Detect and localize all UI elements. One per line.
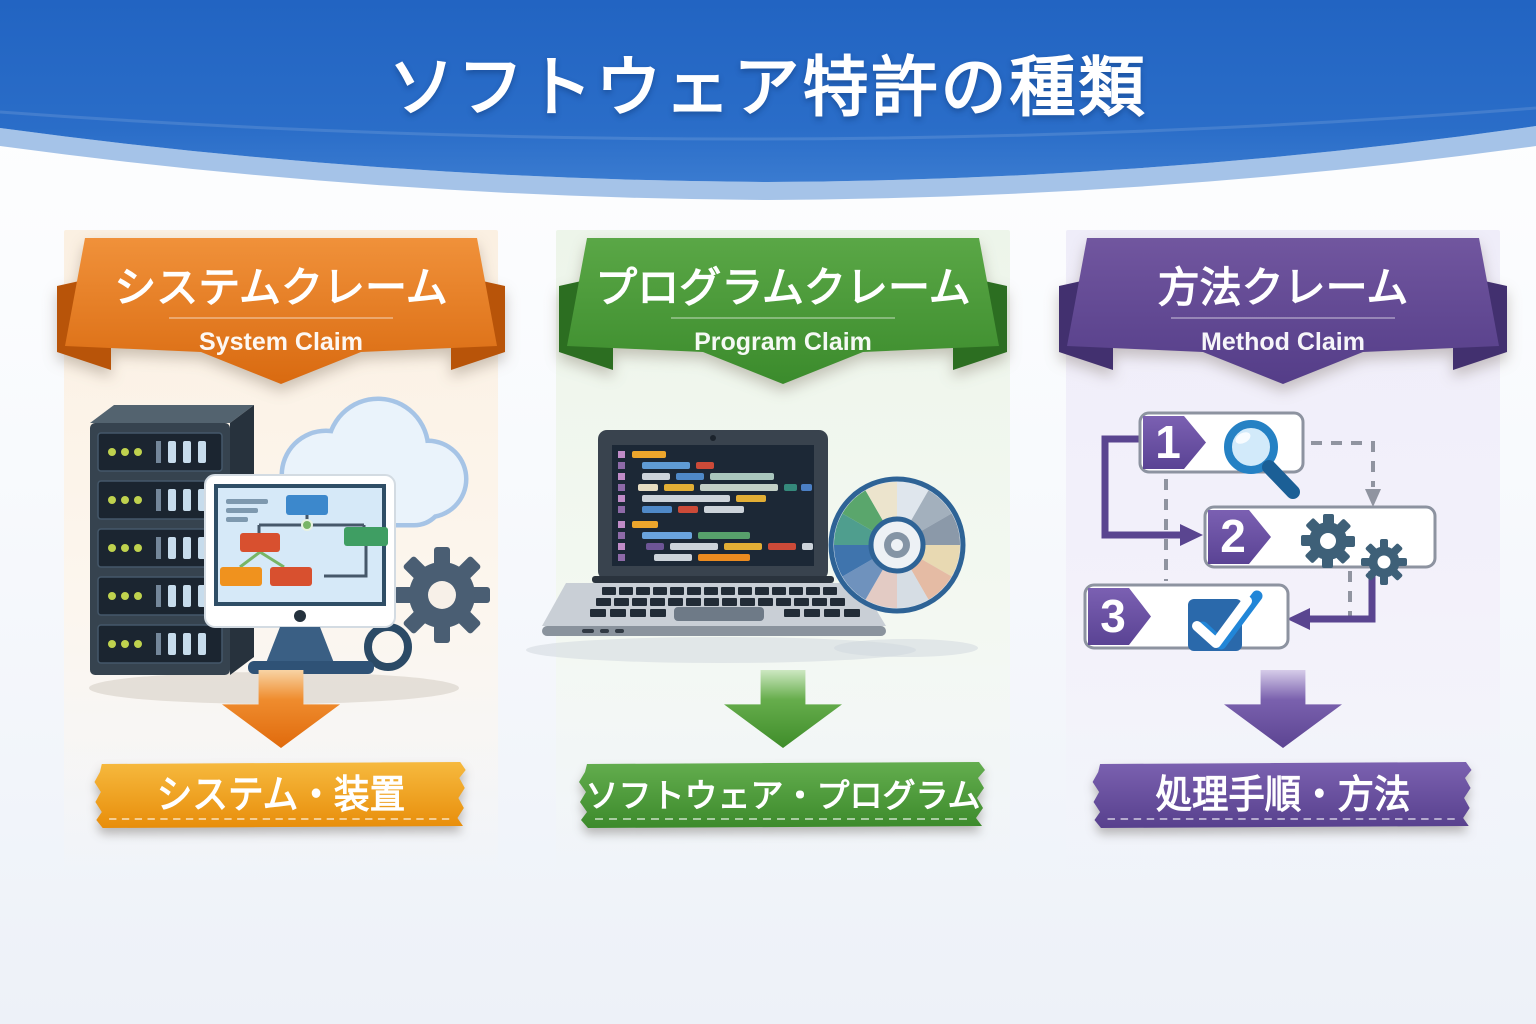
step-box-2: 2 xyxy=(1203,505,1437,585)
result-label: 処理手順・方法 xyxy=(1156,773,1411,816)
step-box-3: 3 xyxy=(1083,583,1290,651)
checkbox-icon xyxy=(1188,590,1263,651)
keyboard-keys xyxy=(590,587,860,617)
page-header: ソフトウェア特許の種類 xyxy=(0,0,1536,210)
ribbon-banner-method: 方法クレーム Method Claim xyxy=(1059,238,1507,384)
flow-arrow xyxy=(1101,435,1376,623)
column-program-claim: プログラムクレーム Program Claim xyxy=(526,228,1010,918)
screen-text-lines xyxy=(226,499,268,522)
ribbon-panel xyxy=(65,238,497,384)
result-label: ソフトウェア・プログラム xyxy=(585,777,980,814)
gears-icon xyxy=(1301,514,1407,585)
ribbon-banner-system: システムクレーム System Claim xyxy=(57,238,505,384)
banner-title: プログラムクレーム xyxy=(595,264,970,311)
dashed-arrowhead xyxy=(1365,489,1381,507)
laptop-code-icon xyxy=(542,430,886,636)
step-number: 2 xyxy=(1220,510,1246,562)
server-slots xyxy=(156,441,206,655)
trackpad xyxy=(674,607,764,621)
result-label: システム・装置 xyxy=(157,773,405,817)
ribbon-panel xyxy=(1067,238,1499,384)
result-banner-program: ソフトウェア・プログラム xyxy=(579,762,985,828)
step-number: 1 xyxy=(1155,416,1181,468)
step-number-badge xyxy=(1208,510,1271,564)
result-banner-system: システム・装置 xyxy=(94,762,466,828)
method-illustration: 1 2 xyxy=(1083,411,1437,651)
banner-subtitle: Method Claim xyxy=(1201,328,1365,356)
banner-title: 方法クレーム xyxy=(1158,264,1409,311)
program-illustration xyxy=(526,430,978,663)
step-number-badge xyxy=(1143,416,1206,469)
result-banner-method: 処理手順・方法 xyxy=(1092,762,1472,828)
step-box-1: 1 xyxy=(1138,411,1305,499)
flow-arrowhead xyxy=(1180,524,1203,546)
code-lines xyxy=(618,451,813,561)
step-number-badge xyxy=(1088,588,1151,645)
banner-subtitle: System Claim xyxy=(199,328,363,356)
system-illustration xyxy=(89,396,490,704)
server-rack-icon xyxy=(90,405,254,675)
header-wave-background xyxy=(0,0,1536,200)
step-number: 3 xyxy=(1100,590,1126,642)
flow-arrowhead xyxy=(1287,608,1310,630)
column-method-claim: 方法クレーム Method Claim 1 xyxy=(1059,228,1507,918)
server-led-lights xyxy=(108,448,142,648)
ribbon-banner-program: プログラムクレーム Program Claim xyxy=(559,238,1007,384)
banner-subtitle: Program Claim xyxy=(694,328,872,356)
column-system-claim: システムクレーム System Claim xyxy=(57,228,505,918)
flowchart-icon xyxy=(220,495,388,586)
webcam-dot xyxy=(710,435,716,441)
ribbon-panel xyxy=(567,238,999,384)
banner-title: システムクレーム xyxy=(114,264,447,311)
dashed-connector xyxy=(1164,441,1375,617)
cable-icon xyxy=(364,623,412,671)
cd-disc-icon xyxy=(828,476,966,614)
page-title: ソフトウェア特許の種類 xyxy=(388,50,1148,124)
magnifier-icon xyxy=(1224,420,1300,499)
shadow xyxy=(526,637,916,663)
shadow xyxy=(834,639,978,657)
gear-icon xyxy=(394,547,490,643)
